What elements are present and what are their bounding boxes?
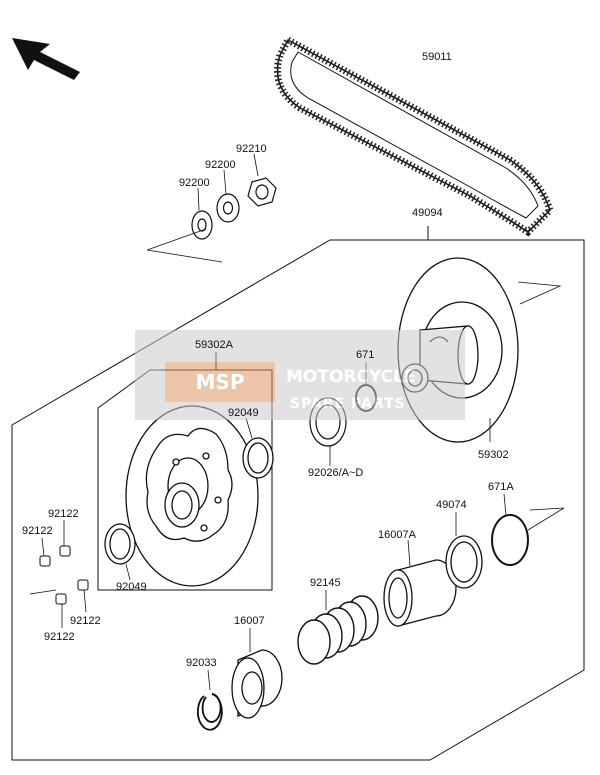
ring-49074: [445, 535, 483, 589]
pin-leaders: [29, 520, 87, 628]
watermark-brand-line2: SPARE PARTS: [290, 396, 406, 412]
label-92200-lower: 92200: [179, 177, 210, 189]
label-92200-upper: 92200: [205, 159, 236, 171]
label-59011: 59011: [422, 51, 452, 63]
washer-leaders: [146, 153, 259, 263]
oil-seal-92049-lower: [104, 523, 136, 565]
washer-92200-small: [191, 210, 213, 240]
spring-92145: [297, 595, 379, 665]
label-16007A: 16007A: [378, 529, 417, 541]
label-92122-c: 92122: [70, 615, 101, 627]
label-59302: 59302: [478, 449, 509, 461]
watermark-logo-block: [165, 362, 275, 402]
label-49094: 49094: [412, 207, 443, 219]
label-92049-upper: 92049: [228, 407, 259, 419]
label-92145: 92145: [310, 577, 341, 589]
watermark: MSP MOTORCYCLE SPARE PARTS: [135, 330, 465, 420]
label-671A: 671A: [488, 481, 514, 493]
sheave-leaders: [489, 281, 562, 442]
label-92033: 92033: [186, 657, 217, 669]
label-92122-b: 92122: [22, 525, 53, 537]
nut-92210: [247, 177, 277, 207]
o-ring-671A-leaders: [503, 493, 565, 531]
movable-sheave-59302A: [125, 405, 259, 587]
watermark-logo-text: MSP: [196, 370, 245, 394]
label-59302A: 59302A: [195, 339, 234, 351]
label-92122-d: 92122: [44, 631, 75, 643]
label-49074: 49074: [436, 499, 467, 511]
front-direction-arrow-icon: [12, 38, 80, 80]
label-92026: 92026/A~D: [308, 467, 363, 479]
oil-seal-92049-upper: [242, 437, 274, 479]
cam-16007: [231, 649, 283, 719]
label-92122-a: 92122: [48, 508, 79, 520]
assembly-frame: [11, 226, 585, 761]
label-92210: 92210: [236, 143, 267, 155]
o-ring-671A: [491, 514, 529, 566]
pins-92122: [39, 545, 89, 605]
label-92049-lower: 92049: [116, 581, 147, 593]
washer-92200-large: [216, 193, 240, 223]
circlip-92033: [197, 693, 223, 731]
label-16007: 16007: [234, 615, 265, 627]
cam-16007A: [383, 559, 457, 627]
watermark-brand-line1: MOTORCYCLE: [286, 367, 416, 387]
label-671: 671: [356, 349, 374, 361]
drive-belt-59011: [274, 35, 555, 237]
